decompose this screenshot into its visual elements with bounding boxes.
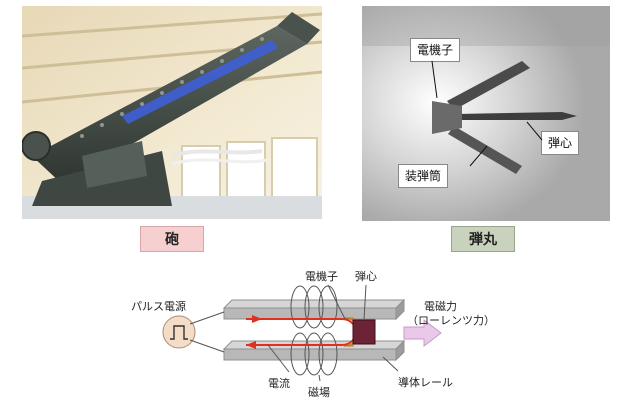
callout-core: 弾心 xyxy=(541,131,580,155)
label-core: 弾心 xyxy=(355,270,377,283)
callout-sabot: 装弾筒 xyxy=(398,164,449,188)
label-pulse-power: パルス電源 xyxy=(131,300,186,313)
magnetic-field-loops xyxy=(290,285,338,376)
caption-projectile: 弾丸 xyxy=(451,226,515,252)
projectile-core xyxy=(352,319,376,345)
projectile-photo xyxy=(362,6,610,221)
label-conductor-rail: 導体レール xyxy=(398,376,453,389)
pulse-power-icon xyxy=(162,315,196,349)
label-current: 電流 xyxy=(268,377,290,390)
label-magnetic-field: 磁場 xyxy=(308,386,330,399)
caption-gun: 砲 xyxy=(140,226,204,252)
conductor-rails xyxy=(222,298,406,362)
label-force: 電磁力 xyxy=(424,300,457,313)
label-force-sub: （ローレンツ力） xyxy=(407,314,495,327)
callout-armature: 電機子 xyxy=(410,38,461,62)
railgun-photo xyxy=(22,6,322,219)
lorentz-force-arrow xyxy=(403,318,442,348)
label-armature: 電機子 xyxy=(305,270,338,283)
